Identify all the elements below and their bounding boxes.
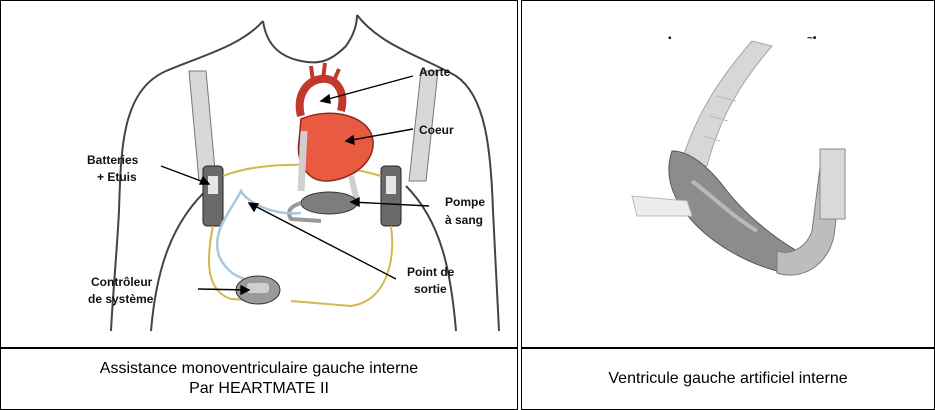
caption-left-line2: Par HEARTMATE II: [100, 379, 418, 399]
heartmate-body-diagram: Aorte Coeur Batteries + Etuis Pompe à sa…: [1, 1, 517, 347]
label-batteries: Batteries: [87, 153, 139, 167]
label-pompe: Pompe: [445, 195, 485, 209]
label-controleur: Contrôleur: [91, 275, 153, 289]
blood-pump: [301, 192, 357, 214]
outflow-graft-photo: [682, 41, 772, 166]
photo-mark-left: ▪: [668, 33, 672, 44]
label-point-de: Point de: [407, 265, 455, 279]
diagram-cell: Aorte Coeur Batteries + Etuis Pompe à sa…: [0, 0, 518, 348]
label-etuis: + Etuis: [97, 170, 137, 184]
caption-left-line1: Assistance monoventriculaire gauche inte…: [100, 359, 418, 379]
driveline-cable: [217, 191, 301, 283]
photo-cell: ▪ ~•: [521, 0, 935, 348]
caption-right-cell: Ventricule gauche artificiel interne: [521, 348, 935, 410]
battery-left: [203, 166, 223, 226]
label-coeur: Coeur: [419, 123, 454, 137]
caption-right: Ventricule gauche artificiel interne: [608, 369, 847, 389]
caption-left-cell: Assistance monoventriculaire gauche inte…: [0, 348, 518, 410]
caption-left: Assistance monoventriculaire gauche inte…: [100, 359, 418, 399]
battery-right: [381, 166, 401, 226]
label-de-systeme: de système: [88, 292, 154, 306]
label-sortie: sortie: [414, 282, 447, 296]
label-aorte: Aorte: [419, 65, 451, 79]
outflow-graft: [301, 131, 304, 191]
photo-mark-right: ~•: [807, 33, 817, 44]
device-photo: ▪ ~•: [522, 1, 934, 347]
label-a-sang: à sang: [445, 213, 483, 227]
